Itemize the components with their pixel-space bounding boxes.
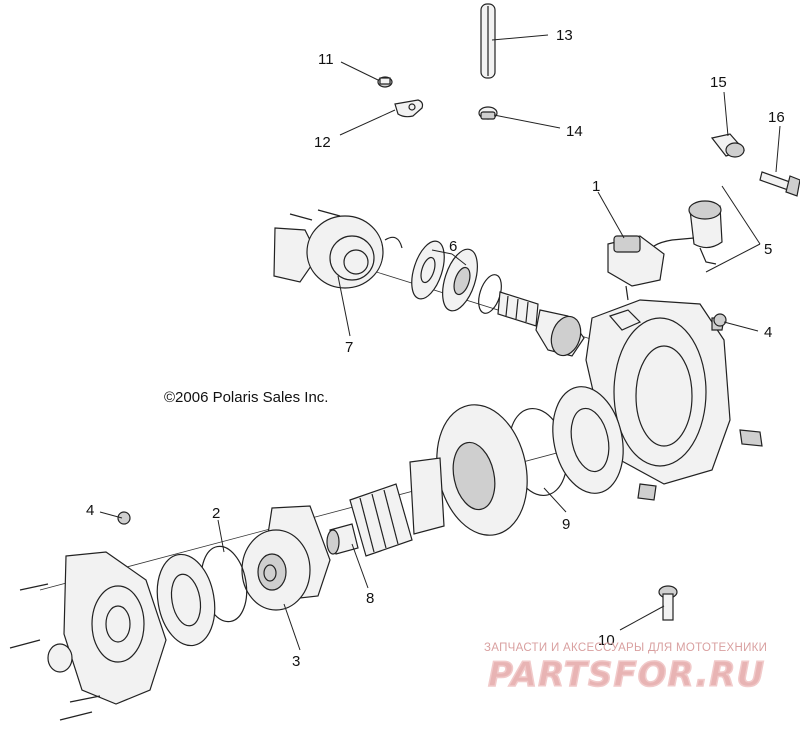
callout-11: 11: [318, 51, 334, 68]
part-7-actuator: [273, 209, 403, 289]
part-11-screw: [377, 76, 393, 88]
callout-10: 10: [598, 632, 615, 649]
part-10-bolt: [658, 585, 678, 621]
pinion-gear: [535, 309, 585, 357]
part-2-discs: [156, 545, 248, 647]
part-12-bracket: [394, 99, 424, 118]
watermark-brand: PARTSFOR.RU: [488, 655, 765, 695]
spring-ring: [478, 274, 539, 327]
part-15-bushing: [710, 133, 746, 158]
left-cover: [9, 511, 167, 721]
callout-8: 8: [366, 590, 374, 607]
callout-6: 6: [449, 238, 457, 255]
part-13-pin: [480, 3, 496, 79]
callout-15: 15: [710, 74, 727, 91]
part-14-clip: [478, 106, 498, 120]
callout-7: 7: [345, 339, 353, 356]
part-6-washers: [411, 240, 478, 312]
part-5-reservoir: [653, 200, 723, 265]
callout-13: 13: [556, 27, 573, 44]
callout-labels: 13 11 12 14 15 16 1 5 6 7 4 4 2 3 8 9 10: [86, 27, 785, 670]
callout-2: 2: [212, 505, 220, 522]
callout-12: 12: [314, 134, 331, 151]
part-16-bolt: [759, 171, 800, 197]
part-1-cylinder: [607, 235, 665, 301]
callout-4-left: 4: [86, 502, 94, 519]
part-3-armature: [241, 529, 311, 611]
leader-lines: [99, 34, 781, 651]
callout-14: 14: [566, 123, 583, 140]
callout-16: 16: [768, 109, 785, 126]
callout-1: 1: [592, 178, 600, 195]
callout-4-right: 4: [764, 324, 772, 341]
ring-gear: [409, 404, 528, 536]
part-8-rollers: [326, 483, 413, 557]
callout-5: 5: [764, 241, 772, 258]
watermark: ЗАПЧАСТИ И АКСЕССУАРЫ ДЛЯ МОТОТЕХНИКИ PA…: [484, 642, 767, 696]
copyright-text: ©2006 Polaris Sales Inc.: [164, 389, 328, 406]
part-4-fitting-right: [713, 313, 727, 327]
callout-9: 9: [562, 516, 570, 533]
callout-3: 3: [292, 653, 300, 670]
watermark-tagline: ЗАПЧАСТИ И АКСЕССУАРЫ ДЛЯ МОТОТЕХНИКИ: [484, 642, 767, 654]
